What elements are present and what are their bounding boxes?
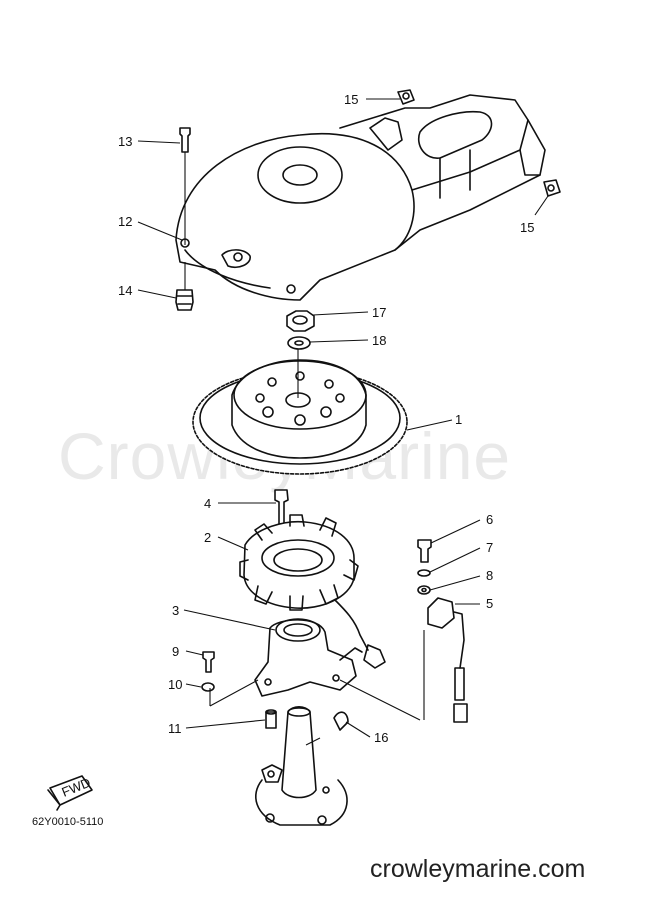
grommet-15-right[interactable] <box>543 179 561 197</box>
bolt-13[interactable] <box>179 127 191 245</box>
washer-18[interactable] <box>287 336 311 350</box>
callout-1: 1 <box>455 412 462 427</box>
flywheel-cover[interactable] <box>175 94 546 301</box>
callout-14: 14 <box>118 283 132 298</box>
callout-13: 13 <box>118 134 132 149</box>
flywheel[interactable] <box>192 349 408 475</box>
callout-numbers: 15 13 12 15 14 17 18 1 4 2 3 9 10 11 16 … <box>118 92 534 745</box>
callout-18: 18 <box>372 333 386 348</box>
forward-arrow-icon: FWD <box>47 775 93 811</box>
pulser-coil-base[interactable] <box>254 618 363 697</box>
nut-17[interactable] <box>286 310 315 332</box>
callout-9: 9 <box>172 644 179 659</box>
grommet-14[interactable] <box>175 262 194 311</box>
screw-6[interactable] <box>417 539 432 563</box>
callout-15-top: 15 <box>344 92 358 107</box>
website-link[interactable]: crowleymarine.com <box>370 855 586 883</box>
callout-3: 3 <box>172 603 179 618</box>
callout-11: 11 <box>168 721 182 736</box>
ignition-coil[interactable] <box>339 597 468 723</box>
washer-7[interactable] <box>417 569 431 577</box>
callout-6: 6 <box>486 512 493 527</box>
callout-2: 2 <box>204 530 211 545</box>
callout-8: 8 <box>486 568 493 583</box>
bolt-4[interactable] <box>274 489 289 525</box>
catalog-number: 62Y0010-5110 <box>32 816 104 828</box>
callout-7: 7 <box>486 540 493 555</box>
callout-5: 5 <box>486 596 493 611</box>
screw-9[interactable] <box>202 651 215 673</box>
callout-4: 4 <box>204 496 211 511</box>
stator-assembly[interactable] <box>239 514 386 669</box>
callout-10: 10 <box>168 677 182 692</box>
crankshaft-end <box>254 705 348 826</box>
dowel-pin-11[interactable] <box>265 709 277 729</box>
washer-8[interactable] <box>417 585 431 595</box>
leader-lines <box>137 98 549 746</box>
washer-10[interactable] <box>201 679 259 707</box>
callout-15-right: 15 <box>520 220 534 235</box>
grommet-15-top[interactable] <box>397 89 415 105</box>
callout-17: 17 <box>372 305 386 320</box>
callout-16: 16 <box>374 730 388 745</box>
woodruff-key-16[interactable] <box>333 711 349 731</box>
callout-12: 12 <box>118 214 132 229</box>
